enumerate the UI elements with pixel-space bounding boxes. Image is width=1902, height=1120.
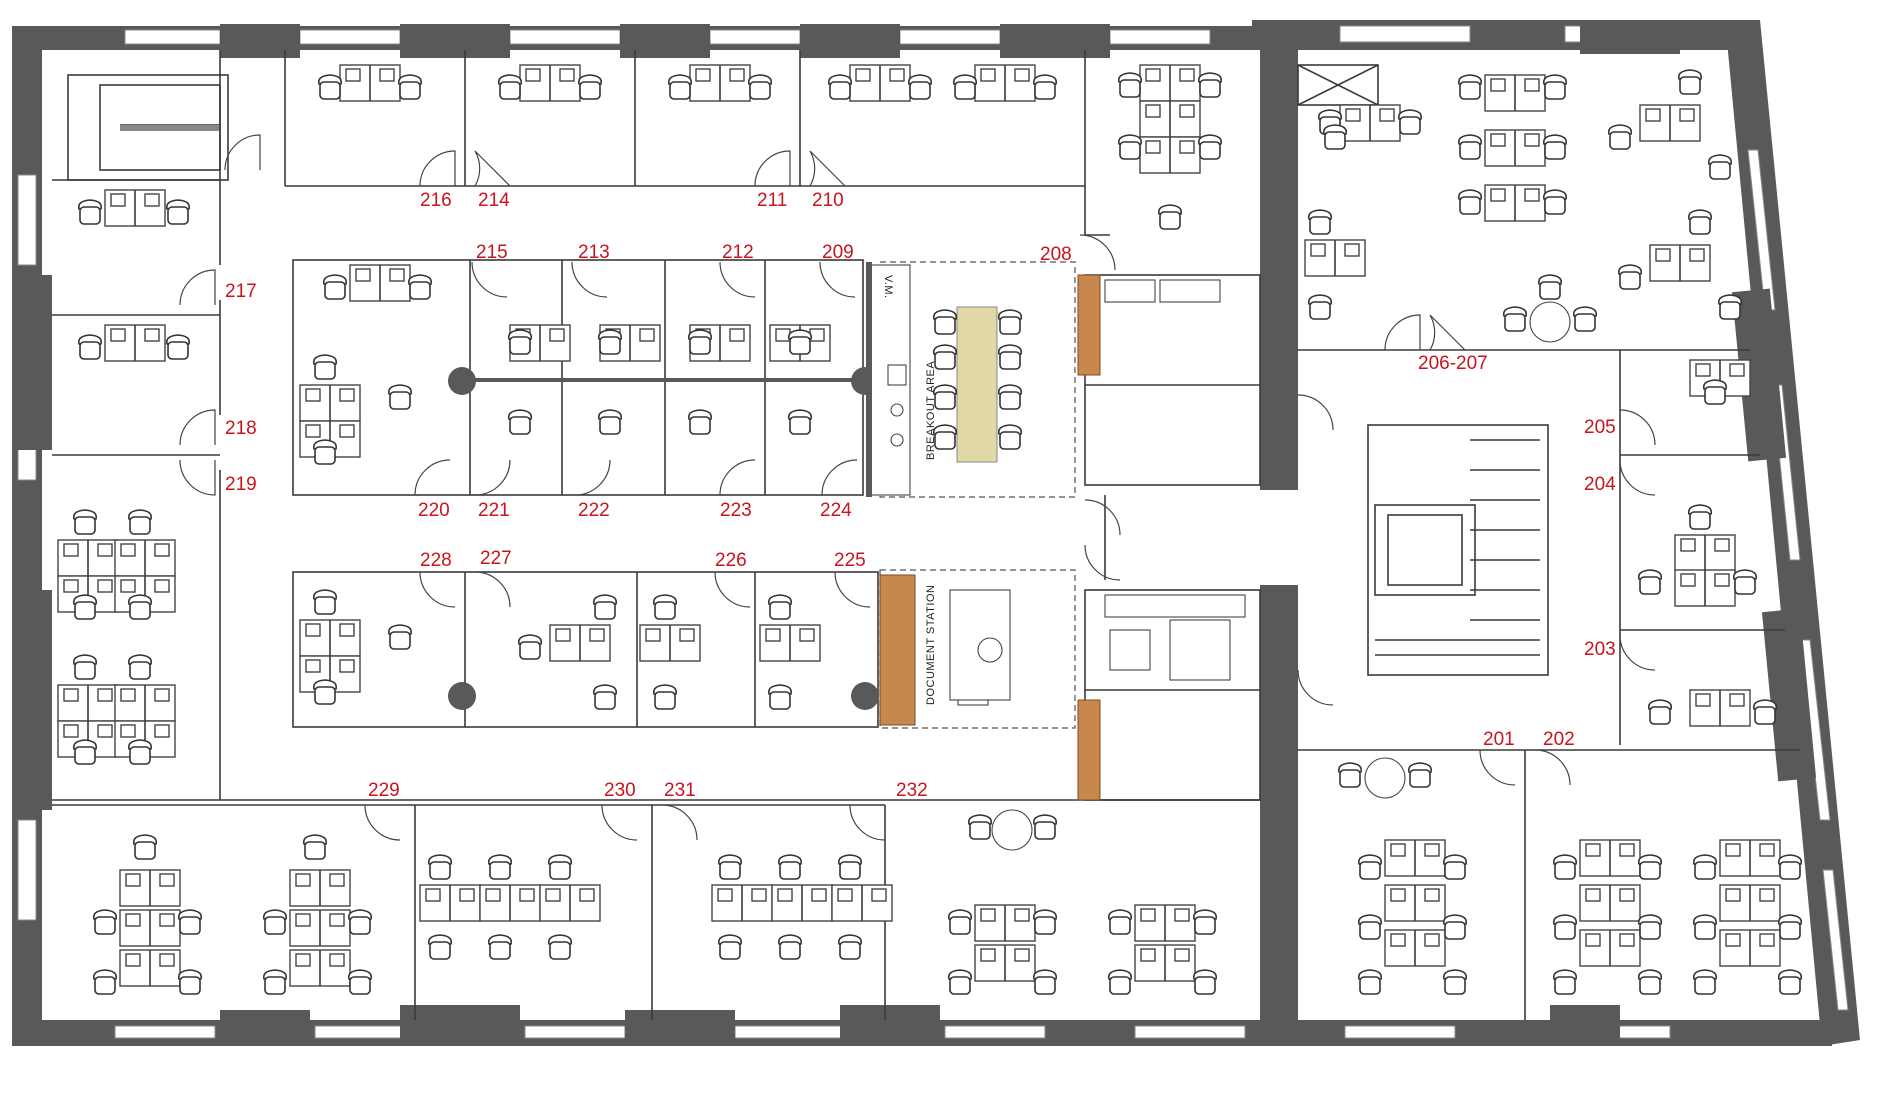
room-230: 230 <box>604 780 636 801</box>
room-222: 222 <box>578 500 610 521</box>
room-217: 217 <box>225 281 257 302</box>
room-229: 229 <box>368 780 400 801</box>
room-215: 215 <box>476 242 508 263</box>
room-221: 221 <box>478 500 510 521</box>
room-210: 210 <box>812 190 844 211</box>
room-224: 224 <box>820 500 852 521</box>
room-232: 232 <box>896 780 928 801</box>
room-231: 231 <box>664 780 696 801</box>
outer-walls <box>12 20 1860 1046</box>
room-202: 202 <box>1543 729 1575 750</box>
room-214: 214 <box>478 190 510 211</box>
room-228: 228 <box>420 550 452 571</box>
breakout-area-label: BREAKOUT AREA <box>925 361 937 460</box>
room-211: 211 <box>757 190 787 211</box>
room-206-207: 206-207 <box>1418 353 1488 374</box>
doors <box>179 134 1656 841</box>
room-225: 225 <box>834 550 866 571</box>
room-220: 220 <box>418 500 450 521</box>
room-204: 204 <box>1584 474 1616 495</box>
room-201: 201 <box>1483 729 1515 750</box>
room-216: 216 <box>420 190 452 211</box>
room-209: 209 <box>822 242 854 263</box>
room-212: 212 <box>722 242 754 263</box>
room-number-labels: 216 214 211 210 215 213 212 209 208 217 … <box>225 190 1616 801</box>
room-219: 219 <box>225 474 257 495</box>
room-226: 226 <box>715 550 747 571</box>
room-203: 203 <box>1584 639 1616 660</box>
room-227: 227 <box>480 548 512 569</box>
room-205: 205 <box>1584 417 1616 438</box>
room-213: 213 <box>578 242 610 263</box>
room-223: 223 <box>720 500 752 521</box>
vm-label: V.M. <box>882 275 894 299</box>
room-208: 208 <box>1040 244 1072 265</box>
document-station-label: DOCUMENT STATION <box>925 585 937 705</box>
room-218: 218 <box>225 418 257 439</box>
furniture <box>57 64 1803 995</box>
